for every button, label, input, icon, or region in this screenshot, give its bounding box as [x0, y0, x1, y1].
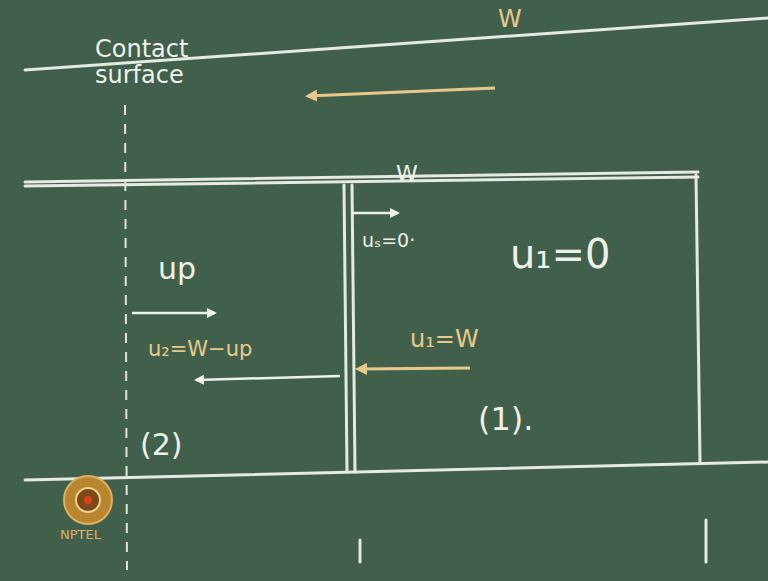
logo-text: NPTEL — [60, 528, 101, 542]
velocity-label: up — [158, 252, 196, 285]
tube-outline — [25, 18, 768, 562]
velocity-label: W — [396, 162, 418, 186]
region-note: Contact surface — [95, 36, 220, 89]
velocity-label: W — [498, 6, 522, 32]
velocity-label: u₂=W−up — [148, 338, 252, 361]
velocity-arrow — [308, 88, 495, 96]
region-number: (2) — [140, 428, 183, 461]
velocity-label: uₛ=0· — [362, 230, 415, 251]
velocity-arrow — [132, 312, 215, 315]
contact-surface-line — [125, 105, 127, 570]
velocity-label: u₁=W — [410, 326, 479, 352]
velocity-arrow — [352, 212, 398, 215]
velocity-arrow — [196, 376, 340, 380]
velocity-arrow — [358, 368, 470, 369]
nptel-logo — [64, 476, 112, 524]
velocity-label: u₁=0 — [510, 232, 610, 276]
region-number: (1). — [478, 402, 534, 437]
